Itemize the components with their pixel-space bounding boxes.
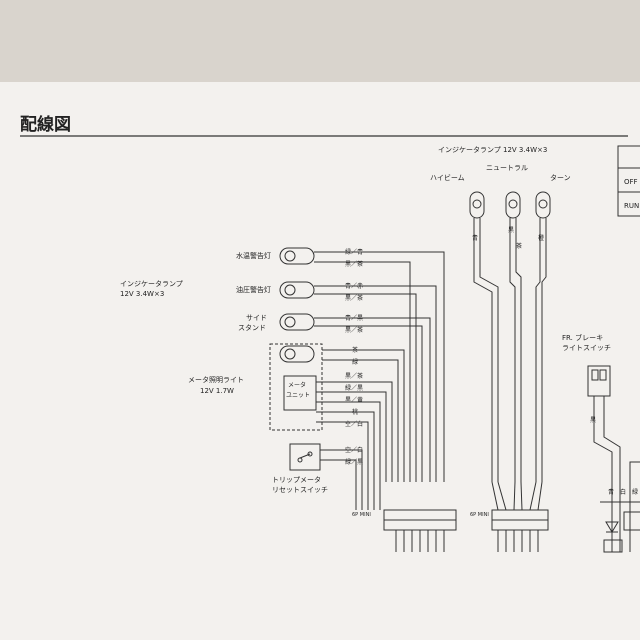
side-stand-label-1: サイド (246, 314, 267, 322)
indicator-left-label-2: 12V 3.4W×3 (120, 290, 164, 298)
wire-label-oil2: 黒／茶 (345, 294, 363, 302)
wire-label-nt2: 茶 (516, 242, 522, 250)
connector-left-stub (355, 482, 381, 510)
switch-table: OFF RUN (617, 145, 640, 217)
meter-unit-box: メータ ユニット (269, 343, 323, 431)
wire-label-m4: 緑／黒 (345, 384, 363, 392)
indicator-left-label-1: インジケータランプ (120, 279, 183, 288)
fr-brake-label-2: ライトスイッチ (562, 344, 611, 352)
wire-label-t2: 緑／黒 (345, 458, 363, 466)
side-stand-bulb-icon (279, 313, 315, 331)
brake-wires (593, 412, 640, 552)
wiring-diagram: 配線図 OFF RUN インジケータランプ 12V 3.4W×3 ハイビーム ニ… (20, 114, 640, 553)
fr-brake-label-1: FR. ブレーキ (562, 333, 603, 342)
high-beam-bulb-icon (469, 191, 485, 219)
wire-label-br1: 黒 (590, 417, 596, 424)
connector-left-label: 6P MINI (352, 512, 371, 518)
wire-label-m5: 黒／黄 (345, 396, 363, 404)
connector-right-label: 6P MINI (470, 512, 489, 518)
oil-pressure-label: 油圧警告灯 (236, 285, 271, 294)
meter-light-label-1: メータ照明ライト (188, 375, 244, 384)
neutral-bulb-icon (505, 191, 521, 219)
wire-label-br2: 青 (608, 488, 614, 496)
connector-right-stub (491, 481, 543, 511)
table-run-label: RUN (624, 202, 639, 210)
connector-far-right (623, 511, 640, 531)
wire-label-side2: 黒／茶 (345, 326, 363, 334)
water-temp-bulb-icon (279, 247, 315, 265)
wire-label-m7: 空／白 (345, 420, 363, 428)
wire-label-br4: 緑 (632, 488, 638, 496)
connector-right (491, 509, 549, 552)
trip-reset-switch-icon (289, 443, 321, 471)
side-stand-label-2: スタンド (238, 323, 266, 332)
wire-label-tn: 橙 (538, 234, 544, 242)
meter-unit-label-1: メータ (288, 381, 306, 389)
wire-label-water2: 黒／茶 (345, 260, 363, 268)
table-off-label: OFF (624, 178, 638, 186)
turn-bulb-icon (535, 191, 551, 219)
trip-label-1: トリップメータ (272, 475, 321, 484)
top-wires (473, 218, 547, 482)
wire-label-br3: 白 (620, 488, 626, 496)
meter-light-label-2: 12V 1.7W (200, 387, 234, 395)
wire-label-m3: 黒／茶 (345, 372, 363, 380)
fr-brake-switch-icon (587, 365, 611, 412)
left-wires (314, 251, 445, 482)
indicator-top-label: インジケータランプ 12V 3.4W×3 (438, 145, 547, 154)
water-temp-label: 水温警告灯 (236, 251, 271, 260)
oil-pressure-bulb-icon (279, 281, 315, 299)
connector-left (383, 509, 457, 552)
neutral-label: ニュートラル (486, 164, 528, 172)
meter-unit-label-2: ユニット (286, 392, 310, 399)
wire-label-nt1: 黒 (508, 227, 514, 234)
turn-label: ターン (550, 173, 571, 182)
diagram-sheet: 配線図 OFF RUN インジケータランプ 12V 3.4W×3 ハイビーム ニ… (0, 82, 640, 640)
trip-label-2: リセットスイッチ (272, 486, 328, 494)
high-beam-label: ハイビーム (430, 173, 465, 182)
wire-label-hb: 青 (472, 234, 478, 242)
wire-label-m2: 緑 (352, 358, 358, 366)
page-title: 配線図 (20, 114, 71, 135)
diode-icon (603, 521, 623, 553)
